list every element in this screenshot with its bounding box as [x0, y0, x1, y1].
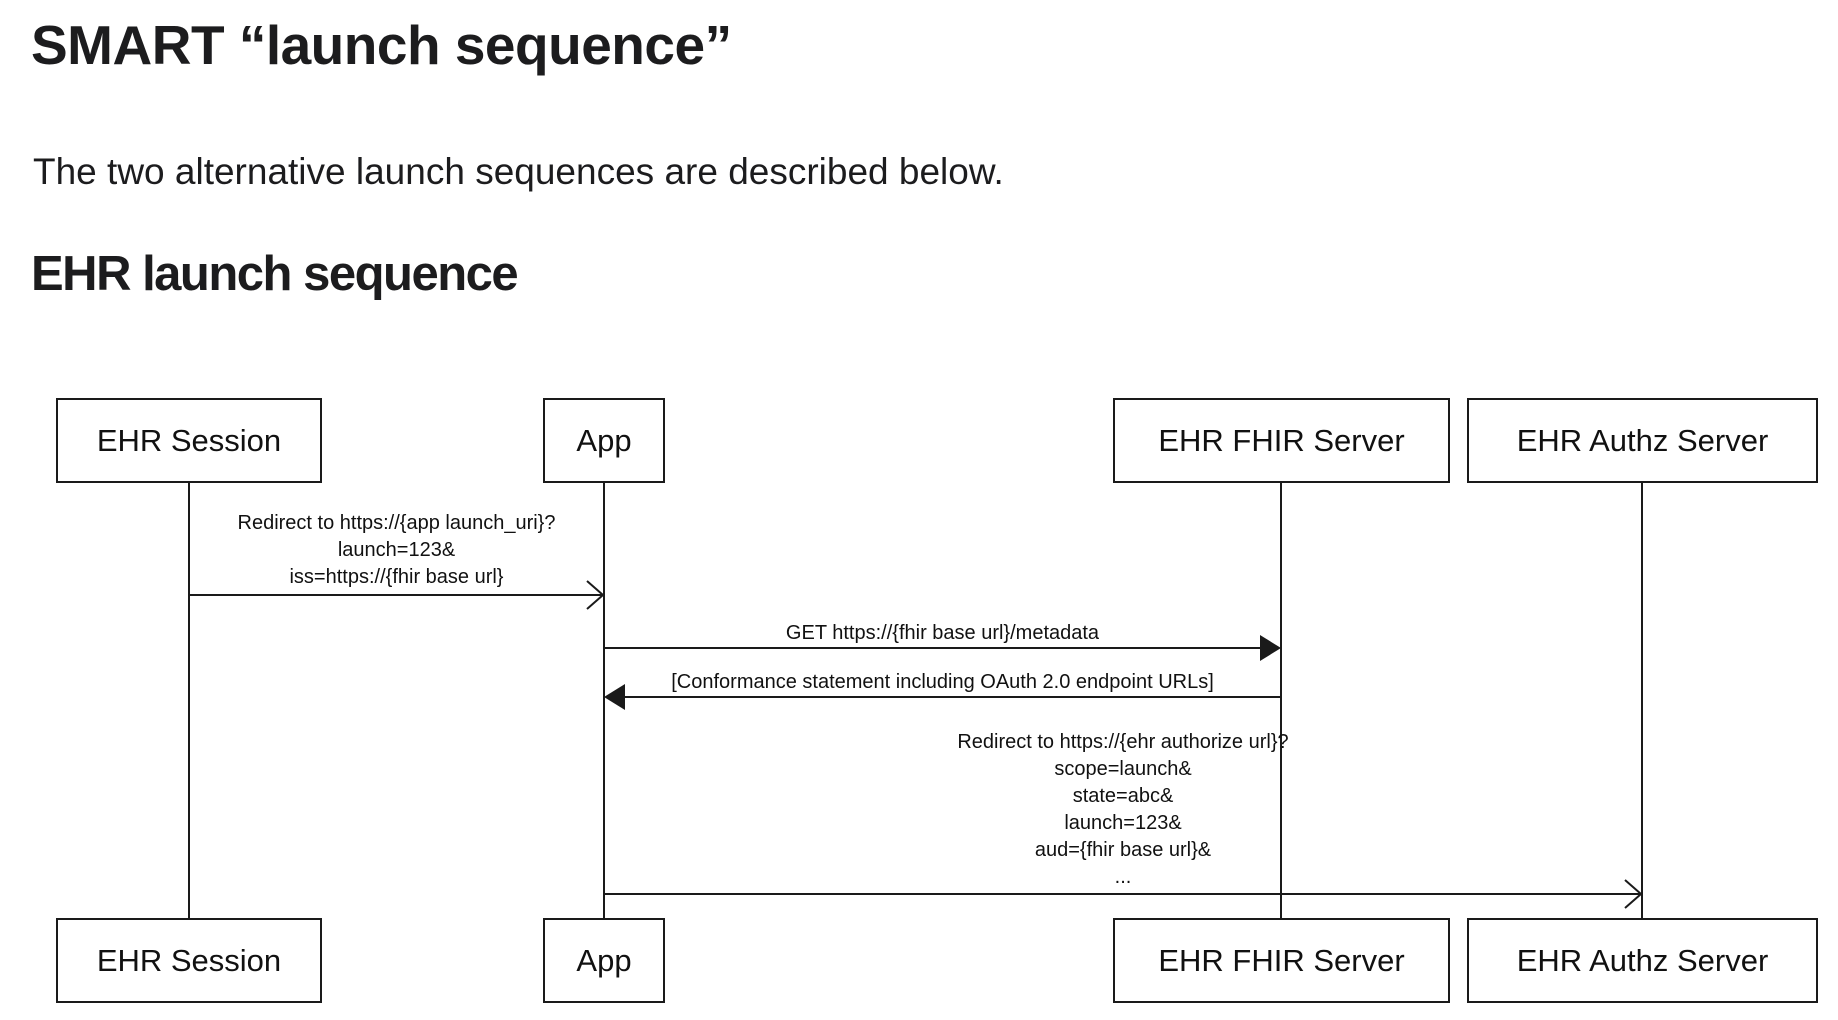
section-heading: EHR launch sequence [31, 247, 519, 301]
participant-label: EHR Session [96, 942, 282, 978]
participant-label: EHR FHIR Server [1158, 422, 1405, 458]
filled-arrowhead-icon [1260, 635, 1281, 661]
message-1-arrow [189, 580, 605, 610]
participant-label: EHR Authz Server [1516, 422, 1769, 458]
page-title: SMART “launch sequence” [31, 14, 732, 76]
message-2-arrow [604, 635, 1281, 661]
participant-box-ehr-session-top: EHR Session [56, 398, 322, 483]
open-arrowhead-icon [586, 580, 605, 610]
participant-label: App [576, 942, 632, 978]
participant-label: EHR Session [96, 422, 282, 458]
participant-box-ehr-session-bottom: EHR Session [56, 918, 322, 1003]
participant-box-ehr-authz-server-bottom: EHR Authz Server [1467, 918, 1818, 1003]
message-3-label: [Conformance statement including OAuth 2… [671, 671, 1214, 693]
message-2-label: GET https://{fhir base url}/metadata [785, 622, 1100, 644]
participant-label: App [576, 422, 632, 458]
message-4-label: Redirect to https://{ehr authorize url}?… [957, 731, 1289, 888]
intro-text: The two alternative launch sequences are… [33, 151, 1004, 192]
message-4-arrow [604, 879, 1643, 909]
participant-box-app-top: App [543, 398, 665, 483]
participant-label: EHR FHIR Server [1158, 942, 1405, 978]
message-1-label: Redirect to https://{app launch_uri}? la… [237, 512, 556, 588]
message-3-arrow [604, 684, 1281, 710]
filled-arrowhead-icon [604, 684, 625, 710]
participant-box-ehr-fhir-server-top: EHR FHIR Server [1113, 398, 1450, 483]
participant-box-ehr-fhir-server-bottom: EHR FHIR Server [1113, 918, 1450, 1003]
participant-box-app-bottom: App [543, 918, 665, 1003]
participant-box-ehr-authz-server-top: EHR Authz Server [1467, 398, 1818, 483]
participant-label: EHR Authz Server [1516, 942, 1769, 978]
open-arrowhead-icon [1624, 879, 1643, 909]
